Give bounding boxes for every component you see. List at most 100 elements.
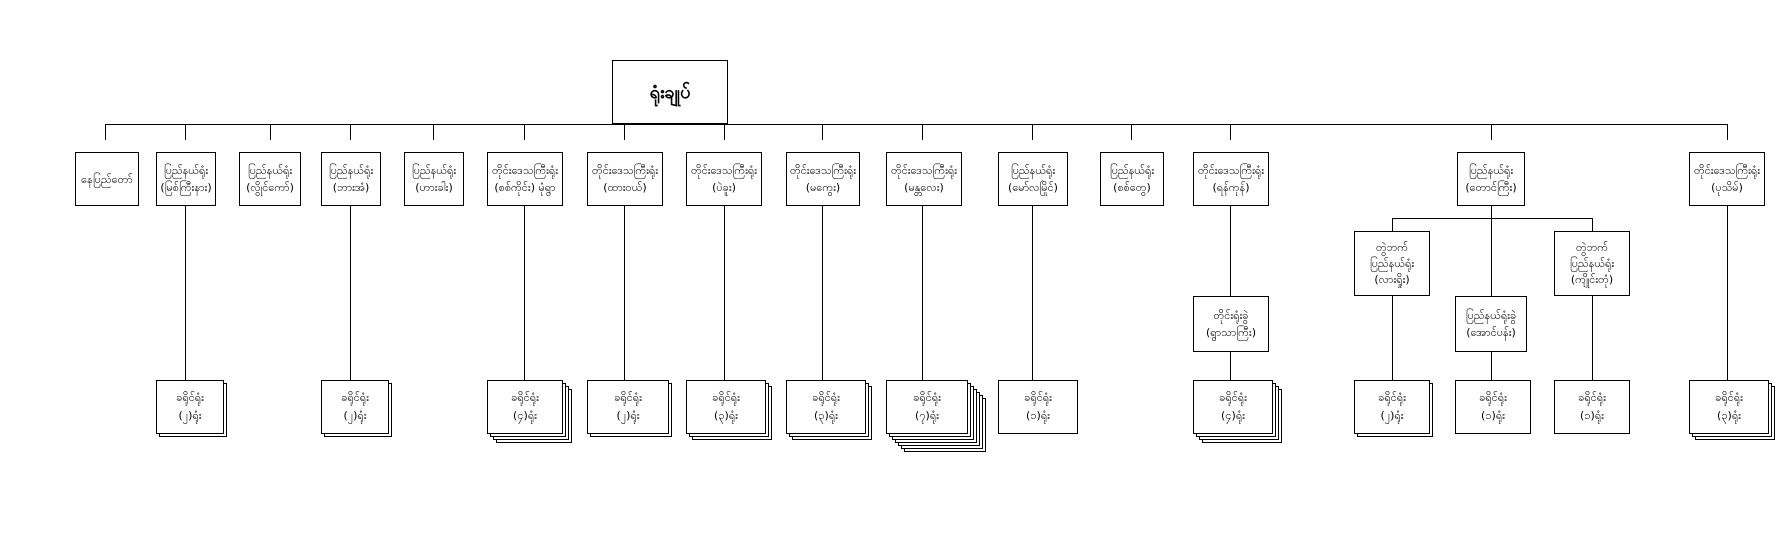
district-court-count: (၃)ရုံး [714,409,738,422]
branch-line1: တွဲဘက် [1575,240,1609,254]
court-naypyitaw: နေပြည်တော် [75,152,139,206]
district-court-count: (၁)ရုံး [1026,409,1050,422]
district-court-myitkyina: ခရိုင်ရုံး (၂)ရုံး [156,380,224,434]
court-line2: (ပဲခူး) [712,181,736,194]
court-line2: (ရန်ကုန်) [1212,181,1250,194]
branch-aungban: ပြည်နယ်ရုံးခွဲ (အောင်ပန်း) [1455,296,1527,352]
district-court-pathein: ခရိုင်ရုံး (၃)ရုံး [1689,380,1769,434]
court-mawlamyine: ပြည်နယ်ရုံး (မော်လမြိုင်) [998,152,1068,206]
district-court-label: ခရိုင်ရုံး [712,391,740,404]
district-court-label: ခရိုင်ရုံး [1219,391,1247,404]
district-court-label: ခရိုင်ရုံး [1578,391,1606,404]
district-court-count: (၄)ရုံး [1221,409,1245,422]
branch-kengtung: တွဲဘက် ပြည်နယ်ရုံး (ကျိုင်းတုံ) [1554,231,1630,296]
district-court-count: (၂)ရုံး [1380,409,1404,422]
court-line1: ပြည်နယ်ရုံး [1468,164,1514,177]
court-dawei: တိုင်းဒေသကြီးရုံး (ထားဝယ်) [587,152,663,206]
court-sagaing-monywa: တိုင်းဒေသကြီးရုံး (စစ်ကိုင်း) မုံရွာ [487,152,563,206]
district-court-count: (၃)ရုံး [814,409,838,422]
court-taunggyi: ပြည်နယ်ရုံး (တောင်ကြီး) [1457,152,1525,206]
district-court-label: ခရိုင်ရုံး [341,391,369,404]
district-court-label: ခရိုင်ရုံး [511,391,539,404]
district-court-count: (၂)ရုံး [616,409,640,422]
branch-line2: (အောင်ပန်း) [1466,326,1516,339]
branch-line1: ပြည်နယ်ရုံးခွဲ [1465,309,1517,322]
district-court-count: (၁)ရုံး [1481,409,1505,422]
court-line1: တိုင်းဒေသကြီးရုံး [491,164,559,177]
branch-hlawga: တိုင်းရုံးခွဲ (ရွာသာကြီး) [1193,296,1269,352]
district-court-label: ခရိုင်ရုံး [1715,391,1743,404]
district-court-label: ခရိုင်ရုံး [812,391,840,404]
court-line2: (ဘားအံ) [332,181,370,194]
court-line2: (မြစ်ကြီးနား) [160,181,212,194]
district-court-mandalay: ခရိုင်ရုံး (၇)ရုံး [886,380,968,434]
court-line2: (မကွေး) [805,181,841,194]
court-yangon: တိုင်းဒေသကြီးရုံး (ရန်ကုန်) [1193,152,1269,206]
court-line2: (ထားဝယ်) [603,181,647,194]
court-line1: ပြည်နယ်ရုံး [163,164,209,177]
court-line1: တိုင်းဒေသကြီးရုံး [890,164,958,177]
district-court-label: ခရိုင်ရုံး [176,391,204,404]
court-line1: တိုင်းဒေသကြီးရုံး [1197,164,1265,177]
court-myitkyina: ပြည်နယ်ရုံး (မြစ်ကြီးနား) [156,152,216,206]
district-court-count: (၁)ရုံး [1580,409,1604,422]
court-hakha: ပြည်နယ်ရုံး (ဟားခါး) [404,152,464,206]
court-line1: နေပြည်တော် [81,172,133,186]
district-court-label: ခရိုင်ရုံး [1378,391,1406,404]
court-line2: (ဟားခါး) [415,181,453,194]
branch-line3: (ကျိုင်းတုံ) [1570,272,1614,286]
district-court-count: (၂)ရုံး [178,409,202,422]
court-line2: (မော်လမြိုင်) [1008,181,1058,194]
court-magway: တိုင်းဒေသကြီးရုံး (မကွေး) [786,152,860,206]
branch-line3: (လားရှိုး) [1374,272,1410,286]
court-line1: ပြည်နယ်ရုံး [328,164,374,177]
district-court-count: (၂)ရုံး [343,409,367,422]
district-court-label: ခရိုင်ရုံး [1479,391,1507,404]
court-line2: (မန္တလေး) [904,181,944,194]
district-court-mawlamyine: ခရိုင်ရုံး (၁)ရုံး [998,380,1078,434]
court-line1: တိုင်းဒေသကြီးရုံး [789,164,857,177]
district-court-magway: ခရိုင်ရုံး (၃)ရုံး [786,380,866,434]
branch-line1: တွဲဘက် [1375,240,1409,254]
court-line2: (ပုသိမ်) [1711,181,1743,194]
court-line1: ပြည်နယ်ရုံး [247,164,293,177]
court-line2: (တောင်ကြီး) [1465,181,1517,194]
branch-lashio: တွဲဘက် ပြည်နယ်ရုံး (လားရှိုး) [1354,231,1430,296]
district-court-count: (၇)ရုံး [915,409,939,422]
court-line1: ပြည်နယ်ရုံး [1109,164,1155,177]
court-line1: တိုင်းဒေသကြီးရုံး [690,164,758,177]
district-court-count: (၃)ရုံး [1717,409,1741,422]
court-sittwe: ပြည်နယ်ရုံး (စစ်တွေ) [1100,152,1164,206]
court-hpa-an: ပြည်နယ်ရုံး (ဘားအံ) [321,152,381,206]
court-line1: ပြည်နယ်ရုံး [1010,164,1056,177]
district-court-bago: ခရိုင်ရုံး (၃)ရုံး [686,380,766,434]
court-loikaw: ပြည်နယ်ရုံး (လွိုင်ကော်) [239,152,301,206]
district-court-hpa-an: ခရိုင်ရုံး (၂)ရုံး [321,380,389,434]
district-court-lashio: ခရိုင်ရုံး (၂)ရုံး [1354,380,1430,434]
district-court-label: ခရိုင်ရုံး [913,391,941,404]
court-mandalay: တိုင်းဒေသကြီးရုံး (မန္တလေး) [886,152,962,206]
district-court-count: (၄)ရုံး [513,409,537,422]
district-court-kengtung: ခရိုင်ရုံး (၁)ရုံး [1554,380,1630,434]
branch-line2: ပြည်နယ်ရုံး [1569,256,1615,270]
court-line2: (လွိုင်ကော်) [246,181,294,194]
court-line2: (စစ်ကိုင်း) မုံရွာ [494,181,556,194]
root-label: ရုံးချုပ် [649,81,691,103]
district-court-label: ခရိုင်ရုံး [614,391,642,404]
district-court-label: ခရိုင်ရုံး [1024,391,1052,404]
court-pathein: တိုင်းဒေသကြီးရုံး (ပုသိမ်) [1689,152,1765,206]
court-line1: ပြည်နယ်ရုံး [411,164,457,177]
branch-line2: (ရွာသာကြီး) [1206,326,1256,339]
court-bago: တိုင်းဒေသကြီးရုံး (ပဲခူး) [686,152,762,206]
branch-line2: ပြည်နယ်ရုံး [1369,256,1415,270]
root-node: ရုံးချုပ် [612,60,728,124]
district-court-dawei: ခရိုင်ရုံး (၂)ရုံး [587,380,669,434]
district-court-sagaing: ခရိုင်ရုံး (၄)ရုံး [487,380,563,434]
branch-line1: တိုင်းရုံးခွဲ [1213,309,1249,322]
court-line1: တိုင်းဒေသကြီးရုံး [1693,164,1761,177]
district-court-yangon: ခရိုင်ရုံး (၄)ရုံး [1193,380,1273,434]
court-line2: (စစ်တွေ) [1113,181,1151,194]
court-line1: တိုင်းဒေသကြီးရုံး [591,164,659,177]
district-court-aungban: ခရိုင်ရုံး (၁)ရုံး [1455,380,1531,434]
